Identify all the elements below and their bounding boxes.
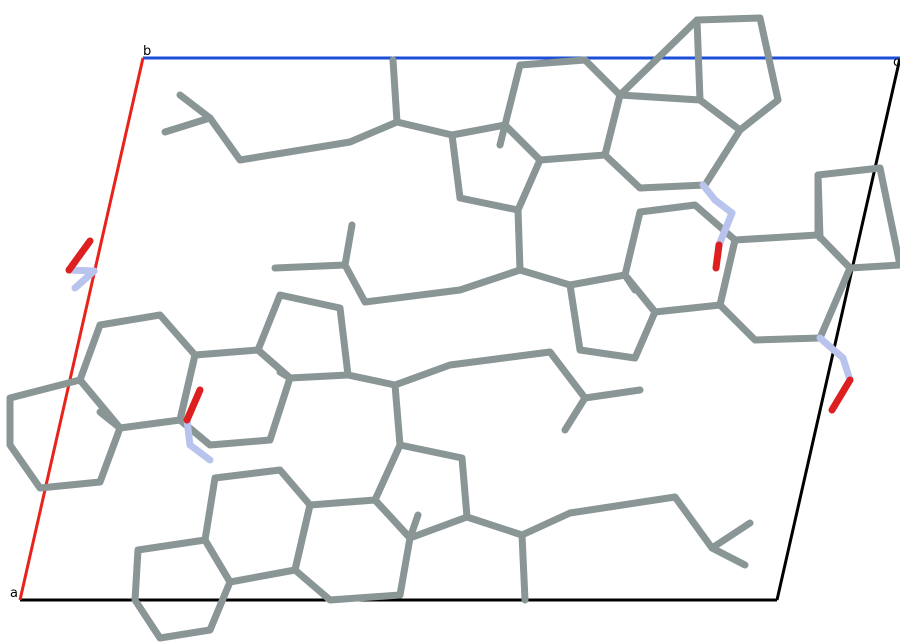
carbon-ring: [601, 91, 744, 192]
carbon-chain: [621, 271, 639, 294]
nitroso-group: [65, 237, 98, 292]
carbon-chain: [814, 171, 824, 242]
carbon-chain: [406, 511, 422, 542]
carbon-chain: [496, 121, 509, 149]
carbon-ring: [716, 231, 854, 344]
carbon-ring: [566, 271, 659, 362]
carbon-chain: [463, 493, 754, 552]
carbon-chain: [561, 394, 589, 434]
carbon-ring: [814, 164, 900, 272]
carbon-chain: [341, 221, 356, 269]
nitroso-group: [699, 181, 736, 272]
carbon-chain: [389, 56, 401, 126]
molecular-bonds: [6, 14, 900, 642]
carbon-chain: [708, 544, 749, 569]
nitroso-group: [816, 334, 854, 414]
cell-edge-right: [775, 57, 900, 601]
axis-label-c: c: [893, 55, 900, 70]
carbon-chain: [271, 206, 524, 306]
carbon-ring: [693, 14, 782, 134]
carbon-ring: [448, 121, 544, 214]
carbon-chain: [161, 114, 214, 136]
axis-label-b: b: [143, 44, 151, 59]
nitroso-group: [183, 386, 214, 464]
carbon-chain: [276, 368, 294, 382]
unit-cell: [18, 56, 900, 602]
carbon-chain: [616, 16, 701, 99]
axis-label-origin: a: [10, 586, 18, 601]
cell-axis-a: [18, 57, 145, 601]
carbon-ring: [371, 441, 471, 542]
carbon-chain: [176, 91, 456, 164]
nitroso-groups: [65, 181, 854, 464]
carbon-chain: [516, 266, 574, 289]
carbon-chain: [391, 381, 404, 449]
carbon-chain: [344, 348, 644, 402]
carbon-chain: [518, 531, 529, 604]
carbon-chain: [96, 408, 124, 432]
carbon-ring: [254, 291, 352, 382]
